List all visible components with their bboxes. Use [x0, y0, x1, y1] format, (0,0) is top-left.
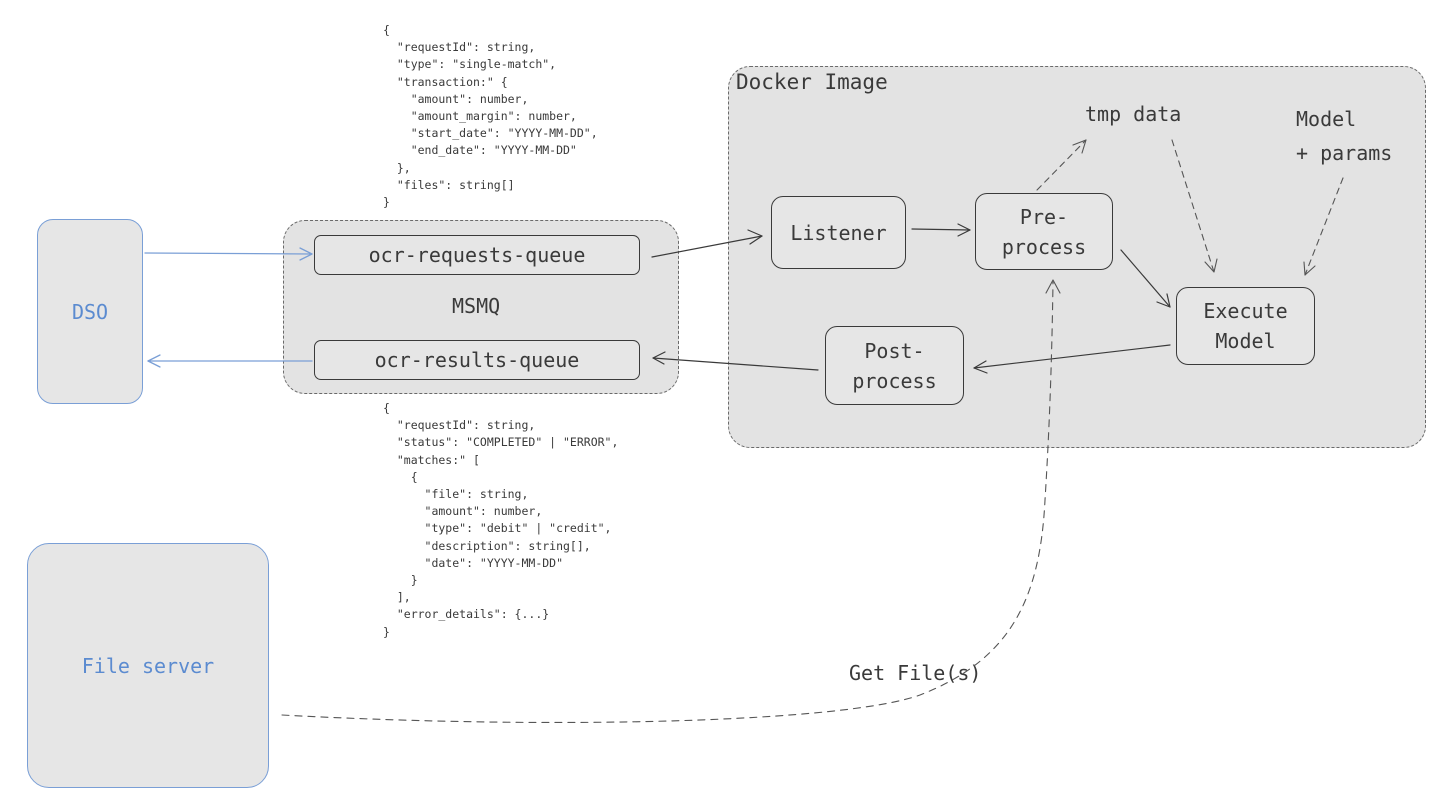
ocr-results-queue-label: ocr-results-queue [374, 348, 580, 372]
docker-image-label: Docker Image [736, 70, 888, 94]
response-payload: { "requestId": string, "status": "COMPLE… [383, 401, 619, 639]
execute-model-node: Execute Model [1176, 287, 1315, 365]
preprocess-node: Pre- process [975, 193, 1113, 270]
msmq-label: MSMQ [452, 294, 501, 318]
dso-label: DSO [71, 299, 109, 324]
preprocess-label: Pre- process [1001, 204, 1087, 259]
execute-model-label: Execute Model [1203, 299, 1288, 353]
file-server-label: File server [81, 653, 215, 678]
ocr-requests-queue-node: ocr-requests-queue [314, 235, 640, 275]
request-payload: { "requestId": string, "type": "single-m… [383, 23, 598, 210]
listener-label: Listener [790, 220, 887, 245]
ocr-results-queue-node: ocr-results-queue [314, 340, 640, 380]
postprocess-label: Post- process [852, 338, 937, 393]
model-params-label: Model + params [1296, 107, 1393, 165]
get-files-label: Get File(s) [849, 661, 982, 685]
ocr-requests-queue-label: ocr-requests-queue [368, 243, 586, 267]
listener-node: Listener [771, 196, 906, 269]
postprocess-node: Post- process [825, 326, 964, 405]
file-server-node: File server [27, 543, 269, 788]
tmp-data-label: tmp data [1085, 102, 1182, 126]
dso-node: DSO [37, 219, 143, 404]
